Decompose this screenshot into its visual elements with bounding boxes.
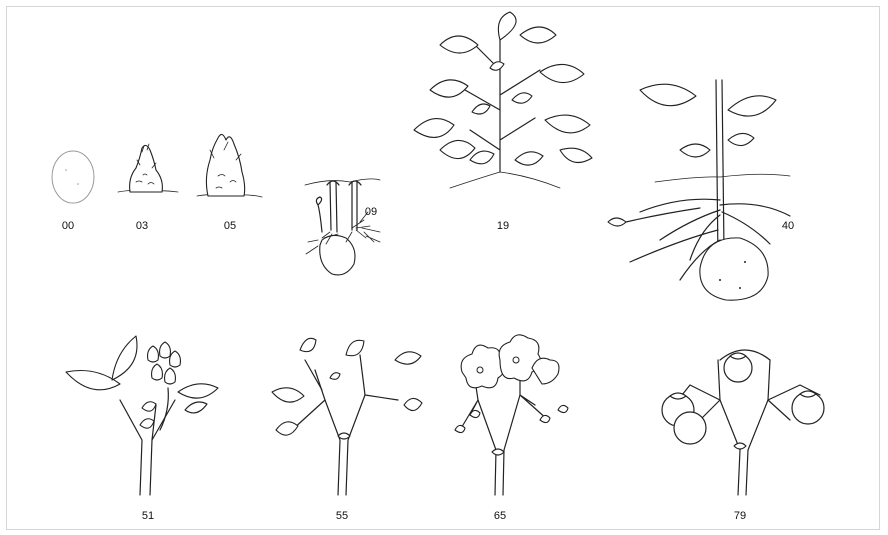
stage-51-inflorescence xyxy=(66,336,218,495)
stage-79-berries xyxy=(662,350,824,495)
stage-05-sprouting xyxy=(197,134,262,197)
stage-55-label: 55 xyxy=(336,510,348,522)
stage-03-sprouting xyxy=(118,144,178,192)
stage-65-label: 65 xyxy=(494,510,506,522)
stage-19-leaf-development xyxy=(414,12,592,188)
stage-00-tuber xyxy=(52,151,94,203)
stage-65-flowering xyxy=(455,335,568,495)
stage-03-label: 03 xyxy=(136,220,148,232)
stage-40-label: 40 xyxy=(782,220,794,232)
stage-09-emergence xyxy=(305,179,380,275)
stage-79-label: 79 xyxy=(734,510,746,522)
stage-09-label: 09 xyxy=(365,206,377,218)
stage-40-tuber-formation xyxy=(608,80,790,300)
stage-51-label: 51 xyxy=(142,510,154,522)
stage-05-label: 05 xyxy=(224,220,236,232)
stage-00-label: 00 xyxy=(62,220,74,232)
stage-55-flower-buds xyxy=(272,338,422,495)
stage-19-label: 19 xyxy=(497,220,509,232)
